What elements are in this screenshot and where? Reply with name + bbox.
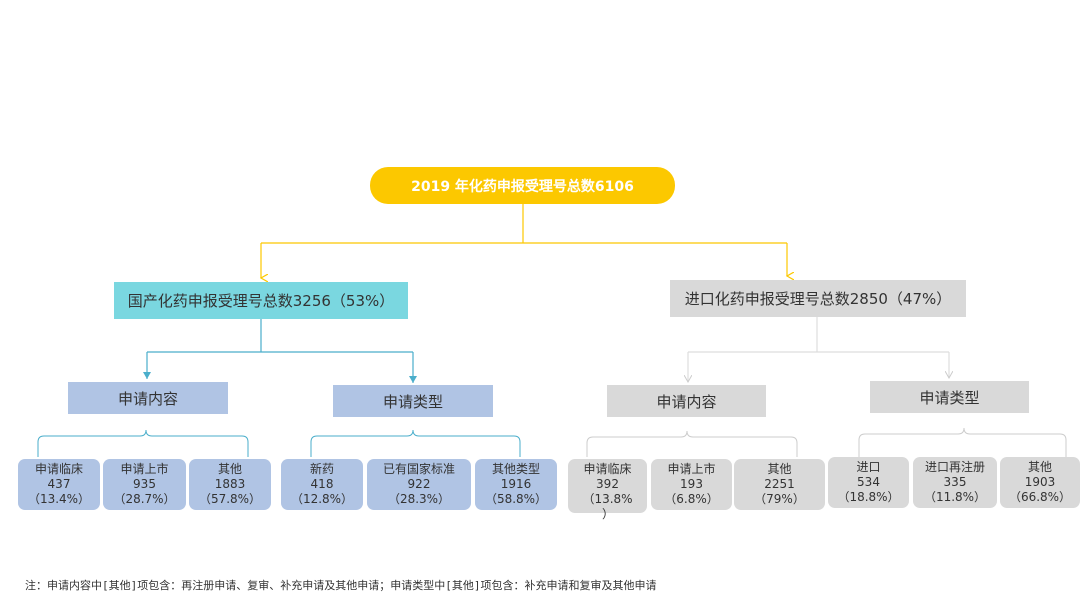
leaf-domestic-content-0: 申请临床 437 （13.4%） bbox=[18, 459, 100, 510]
footnote: 注：申请内容中[其他]项包含：再注册申请、复审、补充申请及其他申请；申请类型中[… bbox=[25, 579, 657, 592]
imported-type-node: 申请类型 bbox=[870, 381, 1029, 413]
leaf-name: 申请临床 bbox=[34, 462, 83, 476]
domestic-type-node: 申请类型 bbox=[333, 385, 493, 417]
leaf-pct: （58.8%） bbox=[484, 492, 548, 506]
domestic-type-label: 申请类型 bbox=[382, 392, 443, 411]
leaf-value: 922 bbox=[407, 477, 431, 491]
root-connector bbox=[261, 204, 787, 278]
leaf-pct: （12.8%） bbox=[290, 492, 354, 506]
leaf-value: 2251 bbox=[764, 477, 795, 491]
leaf-imported-content-0: 申请临床 392 （13.8% ） bbox=[568, 459, 647, 521]
leaf-value: 418 bbox=[310, 477, 334, 491]
imported-content-node: 申请内容 bbox=[607, 385, 766, 417]
imported-total-node: 进口化药申报受理号总数2850（47%） bbox=[670, 280, 966, 317]
leaf-value: 1903 bbox=[1024, 475, 1056, 489]
leaf-value: 935 bbox=[133, 477, 156, 491]
leaf-name: 已有国家标准 bbox=[382, 462, 455, 476]
leaf-pct: （79%） bbox=[754, 492, 805, 506]
leaf-imported-type-0: 进口 534 （18.8%） bbox=[828, 457, 909, 508]
domestic-total-node: 国产化药申报受理号总数3256（53%） bbox=[114, 282, 408, 319]
leaf-imported-content-1: 申请上市 193 （6.8%） bbox=[651, 459, 732, 510]
brace-imported-type bbox=[858, 427, 1067, 457]
leaf-pct: （13.4%） bbox=[27, 492, 91, 506]
brace-domestic-type bbox=[310, 429, 521, 457]
leaf-name: 其他 bbox=[1027, 460, 1052, 474]
leaf-value: 335 bbox=[943, 475, 967, 489]
leaf-name: 其他类型 bbox=[491, 462, 540, 476]
leaf-imported-type-1: 进口再注册 335 （11.8%） bbox=[913, 457, 997, 508]
leaf-imported-type-2: 其他 1903 （66.8%） bbox=[1000, 457, 1080, 508]
leaf-pct: （18.8%） bbox=[837, 490, 900, 504]
leaf-value: 534 bbox=[857, 475, 880, 489]
brace-domestic-content bbox=[37, 429, 249, 457]
leaf-name: 其他 bbox=[767, 462, 792, 476]
imported-total-label: 进口化药申报受理号总数2850（47%） bbox=[684, 290, 952, 308]
leaf-domestic-type-0: 新药 418 （12.8%） bbox=[281, 459, 363, 510]
leaf-name: 申请上市 bbox=[667, 462, 716, 476]
domestic-content-node: 申请内容 bbox=[68, 382, 228, 414]
brace-imported-content bbox=[586, 430, 798, 457]
root-total-node: 2019 年化药申报受理号总数6106 bbox=[370, 167, 675, 204]
leaf-pct: （28.7%） bbox=[113, 492, 176, 506]
leaf-pct: （6.8%） bbox=[664, 492, 719, 506]
leaf-name: 其他 bbox=[217, 462, 242, 476]
leaf-name: 申请上市 bbox=[120, 462, 169, 476]
leaf-value: 437 bbox=[47, 477, 71, 491]
root-total-label: 2019 年化药申报受理号总数6106 bbox=[411, 178, 634, 195]
domestic-connector bbox=[143, 319, 417, 383]
leaf-name: 进口 bbox=[856, 460, 881, 474]
leaf-value: 392 bbox=[596, 477, 619, 491]
leaf-imported-content-2: 其他 2251 （79%） bbox=[734, 459, 825, 510]
leaf-pct: （28.3%） bbox=[387, 492, 451, 506]
domestic-total-label: 国产化药申报受理号总数3256（53%） bbox=[127, 292, 395, 310]
leaf-name: 新药 bbox=[309, 462, 334, 476]
imported-connector bbox=[688, 317, 949, 382]
imported-type-label: 申请类型 bbox=[919, 388, 980, 407]
leaf-domestic-content-1: 申请上市 935 （28.7%） bbox=[103, 459, 186, 510]
leaf-pct: （11.8%） bbox=[923, 490, 987, 504]
leaf-name: 申请临床 bbox=[583, 462, 632, 476]
leaf-pct: （13.8% bbox=[582, 492, 633, 506]
leaf-value: 193 bbox=[680, 477, 703, 491]
leaf-name: 进口再注册 bbox=[924, 460, 985, 474]
leaf-pct: （57.8%） bbox=[198, 492, 262, 506]
leaf-pct-wrap: ） bbox=[602, 507, 615, 521]
leaf-pct: （66.8%） bbox=[1008, 490, 1072, 504]
leaf-value: 1883 bbox=[214, 477, 246, 491]
domestic-content-label: 申请内容 bbox=[117, 389, 178, 408]
leaf-domestic-content-2: 其他 1883 （57.8%） bbox=[189, 459, 271, 510]
leaf-domestic-type-2: 其他类型 1916 （58.8%） bbox=[475, 459, 557, 510]
leaf-domestic-type-1: 已有国家标准 922 （28.3%） bbox=[367, 459, 471, 510]
leaf-value: 1916 bbox=[500, 477, 532, 491]
imported-content-label: 申请内容 bbox=[656, 392, 717, 411]
